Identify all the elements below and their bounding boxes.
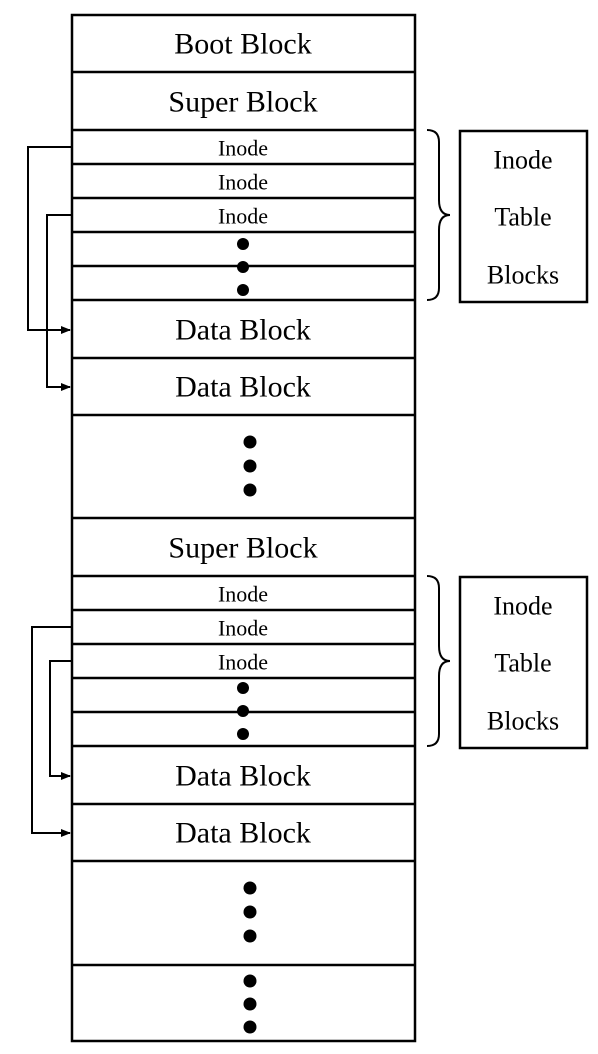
inode-table-label-box-1: Inode Table Blocks [458,129,589,304]
ellipsis-dot [237,238,249,250]
pointer-arrow [46,214,72,391]
ellipsis-dot [243,459,257,473]
inode-label: Inode [218,204,268,229]
data-block-label: Data Block [175,314,311,347]
block-column [70,13,417,1043]
inode-label: Inode [218,582,268,607]
ellipsis-dot [237,284,249,296]
block-labels: Boot Block Super Block Inode Inode Inode… [168,28,317,850]
ellipsis-dots [237,238,257,1034]
inode-table-label-box-2: Inode Table Blocks [458,575,589,750]
label-line: Blocks [487,261,559,290]
inode-table-braces [426,129,451,747]
label-box [458,575,589,750]
data-block-label: Data Block [175,760,311,793]
ellipsis-dot [243,483,257,497]
ellipsis-dot [243,974,257,988]
ellipsis-dot [237,705,249,717]
inode-pointer-arrows [27,146,72,837]
label-line: Blocks [487,707,559,736]
label-line: Inode [493,592,552,621]
ellipsis-dot [243,1020,257,1034]
label-box [458,129,589,304]
inode-label: Inode [218,170,268,195]
ellipsis-dot [237,728,249,740]
pointer-arrow [49,660,72,780]
ellipsis-dot [243,905,257,919]
curly-brace [426,129,451,301]
ellipsis-dot [237,261,249,273]
curly-brace [426,575,451,747]
data-block-label: Data Block [175,371,311,404]
inode-label: Inode [218,650,268,675]
boot-block-label: Boot Block [174,28,312,61]
ellipsis-dot [243,997,257,1011]
inode-label: Inode [218,616,268,641]
pointer-arrow [31,626,72,837]
ellipsis-dot [237,682,249,694]
data-block-label: Data Block [175,817,311,850]
label-line: Table [494,203,551,232]
super-block-label: Super Block [168,86,317,119]
ellipsis-dot [243,435,257,449]
super-block-label: Super Block [168,532,317,565]
ellipsis-dot [243,881,257,895]
inode-label: Inode [218,136,268,161]
pointer-arrow [27,146,72,334]
label-line: Inode [493,146,552,175]
ellipsis-dot [243,929,257,943]
column-outline [70,13,417,1043]
label-line: Table [494,649,551,678]
